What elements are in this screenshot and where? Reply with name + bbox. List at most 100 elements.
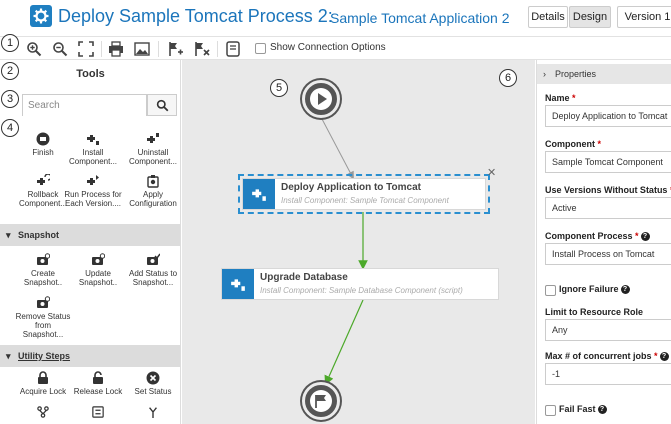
design-tab-button[interactable]: Design — [569, 6, 611, 28]
name-field[interactable]: Deploy Application to Tomcat — [545, 105, 671, 127]
tools-search-box — [22, 94, 147, 116]
play-icon — [310, 88, 332, 110]
finish-icon — [36, 132, 50, 146]
create-snapshot-icon — [37, 253, 50, 265]
connectors — [321, 118, 368, 386]
tool-label: Release Lock — [73, 387, 123, 396]
step-type-icon — [222, 269, 254, 299]
start-connector[interactable] — [321, 118, 354, 180]
tool-label: Rollback Component... — [18, 190, 68, 208]
tools-search-input[interactable] — [23, 95, 146, 116]
search-icon — [156, 99, 169, 112]
fit-screen-icon[interactable] — [78, 41, 94, 57]
properties-header[interactable]: › Properties — [537, 64, 671, 84]
zoom-in-icon[interactable] — [26, 41, 42, 57]
tool-label: Set Status — [134, 387, 172, 396]
chevron-down-icon: ▾ — [6, 351, 11, 361]
tool-set-status[interactable]: Set Status — [124, 371, 180, 396]
callout-3: 3 — [1, 90, 19, 108]
tool-create-snapshot[interactable]: Create Snapshot.. — [14, 253, 72, 287]
help-icon[interactable]: ? — [597, 405, 607, 415]
max-concurrent-jobs-field[interactable]: -1 — [545, 363, 671, 385]
section-snapshot[interactable]: ▾ Snapshot — [0, 224, 180, 246]
properties-title: Properties — [555, 69, 597, 79]
process-icon — [30, 5, 52, 27]
tool-run-process-for-each-version[interactable]: Run Process for Each Version.... — [64, 174, 122, 208]
show-connection-options-checkbox[interactable] — [255, 43, 266, 54]
page-title: Deploy Sample Tomcat Process 2: — [58, 6, 333, 26]
callout-6: 6 — [499, 69, 517, 87]
tool-add-status-to-snapshot[interactable]: Add Status to Snapshot... — [124, 253, 180, 287]
tool-rollback-component[interactable]: Rollback Component... — [14, 174, 72, 208]
tools-title: Tools — [76, 68, 105, 80]
install-component-icon — [87, 135, 99, 145]
step-deploy-application-to-tomcat[interactable]: Deploy Application to Tomcat Install Com… — [242, 178, 486, 210]
ignore-failure-checkbox[interactable] — [545, 285, 556, 296]
apply-config-icon — [147, 175, 159, 188]
tool-label: Acquire Lock — [19, 387, 67, 396]
remove-flag-icon[interactable] — [194, 41, 210, 57]
search-button[interactable] — [147, 94, 177, 116]
rollback-icon — [37, 174, 50, 185]
tool-remove-status-from-snapshot[interactable]: Remove Status from Snapshot... — [14, 296, 72, 339]
tool-apply-configuration[interactable]: Apply Configuration — [124, 174, 180, 208]
step-subtitle: Install Component: Sample Tomcat Compone… — [281, 196, 449, 205]
properties-panel: › Properties Name * Deploy Application t… — [536, 60, 671, 424]
start-node[interactable] — [302, 80, 340, 118]
join-icon[interactable] — [92, 406, 104, 418]
callout-1: 1 — [1, 34, 19, 52]
tool-label: Install Component... — [68, 148, 118, 166]
tool-finish[interactable]: Finish — [14, 132, 72, 157]
finish-node[interactable] — [302, 382, 340, 420]
chevron-right-icon: › — [543, 69, 546, 79]
fail-fast-checkbox[interactable] — [545, 405, 556, 416]
add-flag-icon[interactable] — [168, 41, 184, 57]
tool-uninstall-component[interactable]: Uninstall Component... — [124, 132, 180, 166]
add-status-icon — [147, 253, 160, 265]
version-button[interactable]: Version 1 — [617, 6, 671, 28]
component-process-select[interactable]: Install Process on Tomcat — [545, 243, 671, 265]
tool-update-snapshot[interactable]: Update Snapshot.. — [69, 253, 127, 287]
help-icon[interactable]: ? — [620, 285, 630, 295]
section-utility-steps[interactable]: ▾ Utility Steps — [0, 345, 180, 367]
step-name: Deploy Application to Tomcat — [281, 182, 422, 193]
close-icon[interactable]: ✕ — [487, 167, 497, 179]
step-upgrade-database[interactable]: Upgrade Database Install Component: Samp… — [221, 268, 499, 300]
details-tab-button[interactable]: Details — [528, 6, 568, 28]
use-versions-label: Use Versions Without Status * — [545, 185, 671, 195]
tool-label: Remove Status from Snapshot... — [15, 312, 71, 339]
designer-toolbar: Show Connection Options — [0, 36, 671, 60]
application-link[interactable]: Sample Tomcat Application 2 — [330, 10, 510, 26]
connector-upgrade-to-finish[interactable] — [324, 299, 364, 386]
notes-icon[interactable] — [225, 41, 241, 57]
export-image-icon[interactable] — [134, 41, 150, 57]
tool-install-component[interactable]: Install Component... — [64, 132, 122, 166]
print-icon[interactable] — [108, 41, 124, 57]
tool-label: Create Snapshot.. — [23, 269, 63, 287]
max-concurrent-jobs-label: Max # of concurrent jobs *? — [545, 351, 669, 362]
tool-label: Finish — [32, 148, 54, 157]
branch-icon[interactable] — [37, 406, 49, 418]
tool-label: Run Process for Each Version.... — [64, 190, 122, 208]
tool-acquire-lock[interactable]: Acquire Lock — [14, 371, 72, 396]
limit-to-resource-role-select[interactable]: Any — [545, 319, 671, 341]
callout-4: 4 — [1, 119, 19, 137]
help-icon[interactable]: ? — [640, 232, 650, 242]
zoom-out-icon[interactable] — [52, 41, 68, 57]
flag-icon — [310, 390, 332, 412]
use-versions-select[interactable]: Active — [545, 197, 671, 219]
tool-release-lock[interactable]: Release Lock — [69, 371, 127, 396]
tool-label: Add Status to Snapshot... — [128, 269, 178, 287]
tools-panel: Tools Finish Install Component... Uninst… — [0, 60, 181, 424]
switch-icon[interactable] — [147, 406, 159, 418]
chevron-down-icon: ▾ — [6, 230, 11, 240]
component-select[interactable]: Sample Tomcat Component — [545, 151, 671, 173]
fail-fast-label: Fail Fast? — [559, 404, 607, 415]
step-type-icon — [243, 179, 275, 209]
callout-5: 5 — [270, 79, 288, 97]
install-component-icon — [231, 279, 245, 291]
help-icon[interactable]: ? — [659, 352, 669, 362]
process-canvas[interactable]: Deploy Application to Tomcat Install Com… — [182, 60, 535, 424]
step-subtitle: Install Component: Sample Database Compo… — [260, 286, 463, 295]
